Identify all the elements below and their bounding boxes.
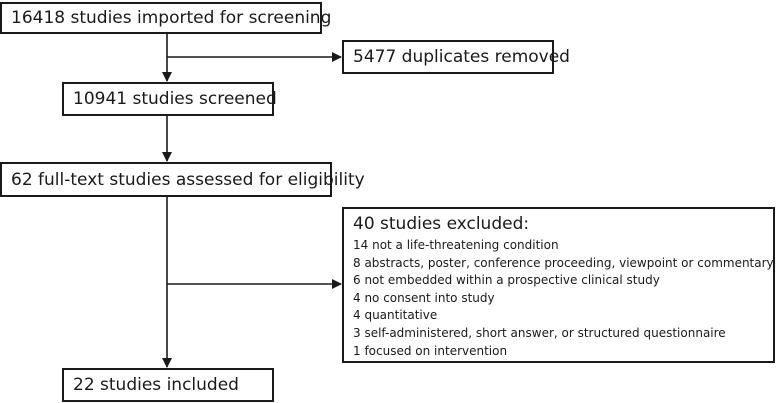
exclusion-reason: 6 not embedded within a prospective clin… [353, 273, 660, 288]
screened-box: 10941 studies screened [62, 82, 277, 116]
fulltext-box: 62 full-text studies assessed for eligib… [0, 162, 365, 197]
duplicates-label: 5477 duplicates removed [353, 47, 570, 67]
imported-box: 16418 studies imported for screening [0, 2, 331, 34]
exclusion-reasons-list: 14 not a life-threatening condition 8 ab… [353, 237, 774, 360]
exclusion-reason: 3 self-administered, short answer, or st… [353, 325, 726, 340]
screened-label: 10941 studies screened [73, 89, 277, 109]
fulltext-label: 62 full-text studies assessed for eligib… [11, 169, 365, 190]
exclusion-reason: 1 focused on intervention [353, 343, 508, 358]
exclusion-reason: 8 abstracts, poster, conference proceedi… [353, 255, 774, 270]
included-label: 22 studies included [73, 375, 239, 395]
exclusion-reason: 14 not a life-threatening condition [353, 238, 559, 252]
excluded-box: 40 studies excluded: 14 not a life-threa… [342, 207, 775, 363]
included-box: 22 studies included [62, 368, 274, 402]
duplicates-box: 5477 duplicates removed [342, 40, 570, 74]
exclusion-reason: 4 quantitative [353, 308, 438, 323]
excluded-title: 40 studies excluded: [353, 214, 530, 234]
imported-label: 16418 studies imported for screening [11, 8, 332, 28]
exclusion-reason: 4 no consent into study [353, 290, 495, 305]
